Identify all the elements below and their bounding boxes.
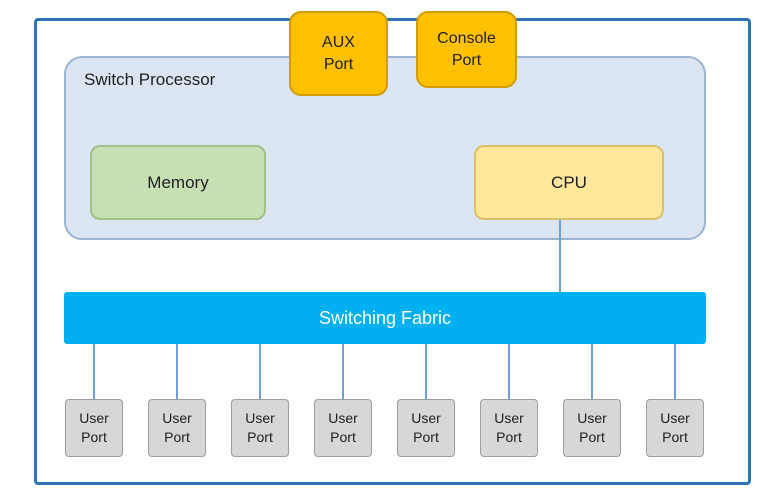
fabric-to-port-connector <box>259 344 261 399</box>
cpu-label: CPU <box>551 172 587 192</box>
aux-port-label: AUX Port <box>322 33 355 73</box>
user-port-box-7: User Port <box>563 399 621 457</box>
aux-port-box: AUX Port <box>289 11 388 96</box>
user-port-box-3: User Port <box>231 399 289 457</box>
user-port-label: User Port <box>660 410 690 445</box>
fabric-to-port-connector <box>176 344 178 399</box>
fabric-to-port-connector <box>674 344 676 399</box>
switch-processor-label: Switch Processor <box>84 70 216 89</box>
memory-box: Memory <box>90 145 266 220</box>
console-port-label: Console Port <box>437 29 496 69</box>
fabric-to-port-connector <box>425 344 427 399</box>
user-port-label: User Port <box>79 410 109 445</box>
user-port-box-4: User Port <box>314 399 372 457</box>
user-port-box-1: User Port <box>65 399 123 457</box>
user-port-label: User Port <box>577 410 607 445</box>
fabric-to-port-connector <box>508 344 510 399</box>
user-port-label: User Port <box>411 410 441 445</box>
fabric-to-port-connector <box>591 344 593 399</box>
cpu-box: CPU <box>474 145 664 220</box>
user-port-label: User Port <box>162 410 192 445</box>
console-port-box: Console Port <box>416 11 517 88</box>
switching-fabric-bar: Switching Fabric <box>64 292 706 344</box>
memory-label: Memory <box>147 172 209 192</box>
user-port-label: User Port <box>245 410 275 445</box>
user-port-box-6: User Port <box>480 399 538 457</box>
user-port-box-2: User Port <box>148 399 206 457</box>
user-port-box-8: User Port <box>646 399 704 457</box>
fabric-to-port-connector <box>342 344 344 399</box>
fabric-to-port-connector <box>93 344 95 399</box>
user-port-label: User Port <box>328 410 358 445</box>
user-port-label: User Port <box>494 410 524 445</box>
cpu-to-fabric-connector <box>559 220 561 292</box>
user-port-box-5: User Port <box>397 399 455 457</box>
switching-fabric-label: Switching Fabric <box>318 307 452 328</box>
